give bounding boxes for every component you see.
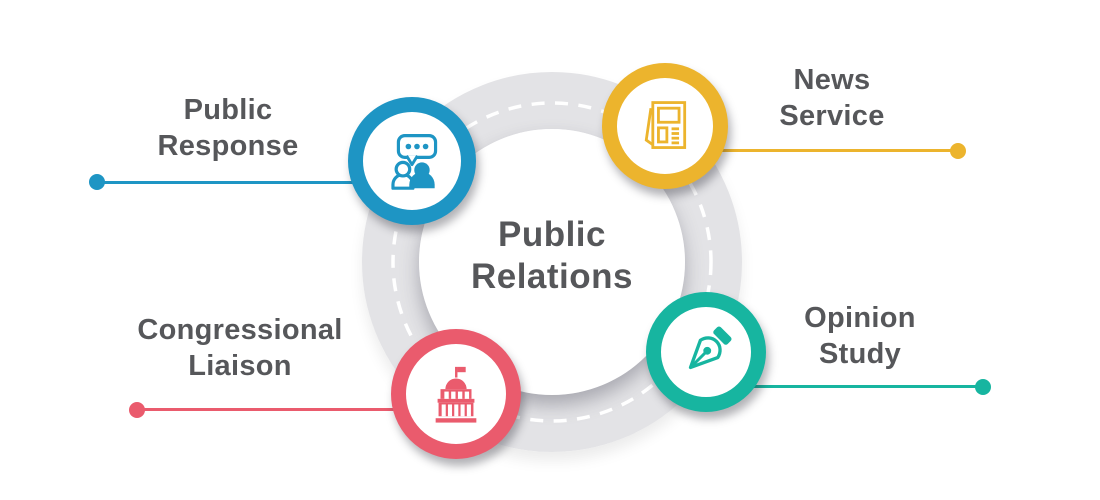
node-congressional-liaison (391, 329, 521, 459)
connector-congressional-liaison (136, 408, 418, 411)
label-line: Liaison (188, 350, 292, 382)
label-line: News (793, 64, 871, 96)
label-news-service: News Service (712, 62, 952, 134)
label-congressional-liaison: Congressional Liaison (70, 312, 410, 384)
capitol-building-icon (435, 366, 477, 423)
pen-nib-icon (688, 326, 732, 370)
label-line: Congressional (137, 314, 343, 346)
title-line2: Relations (470, 257, 634, 296)
endpoint-dot-opinion-study (975, 379, 991, 395)
label-line: Study (818, 338, 902, 370)
node-news-service (602, 63, 728, 189)
connector-public-response (97, 181, 359, 184)
endpoint-dot-congressional-liaison (129, 402, 145, 418)
connector-opinion-study (730, 385, 983, 388)
chat-people-icon (391, 134, 438, 190)
connector-news-service (700, 149, 958, 152)
endpoint-dot-public-response (89, 174, 105, 190)
title-line1: Public (497, 215, 607, 254)
dashed-ring (391, 101, 713, 423)
diagram-title: Public Relations (402, 214, 702, 298)
label-line: Public (183, 94, 273, 126)
label-line: Service (779, 100, 885, 132)
label-line: Opinion (804, 302, 916, 334)
label-line: Response (157, 130, 299, 162)
label-public-response: Public Response (88, 92, 368, 164)
label-opinion-study: Opinion Study (740, 300, 980, 372)
endpoint-dot-news-service (950, 143, 966, 159)
newspaper-icon (644, 101, 687, 149)
